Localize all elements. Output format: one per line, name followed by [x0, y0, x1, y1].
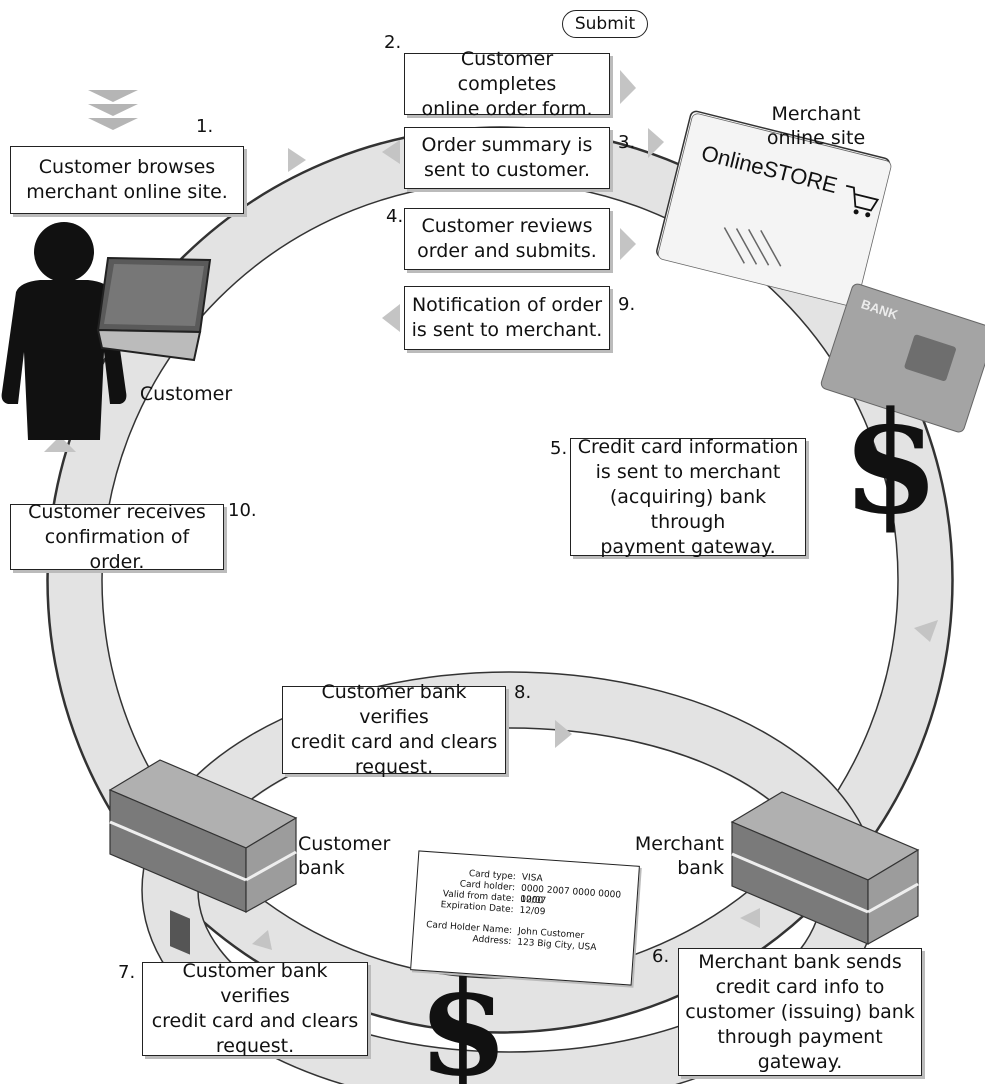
arrow-9 — [740, 908, 760, 928]
customer-label: Customer — [139, 383, 233, 405]
arrow-7 — [914, 620, 938, 642]
customer-bank-building — [108, 759, 298, 955]
arrow-1 — [288, 148, 306, 172]
online-store-card: OnlineSTORE — [656, 110, 892, 307]
step-4-box: Customer reviews order and submits. — [404, 208, 610, 270]
step-7-number: 7. — [118, 962, 136, 983]
bank-card: BANK — [820, 283, 985, 433]
arrow-8 — [555, 720, 572, 748]
step-1-number: 1. — [196, 116, 214, 137]
chevron-2 — [88, 104, 138, 116]
arrow-5 — [620, 228, 636, 260]
step-2-number: 2. — [384, 32, 402, 53]
customer-figure — [1, 222, 127, 440]
step-8-box: Customer bank verifies credit card and c… — [282, 681, 506, 778]
step-6-box: Merchant bank sends credit card info to … — [678, 948, 922, 1076]
step-2-box: Customer completes online order form. — [404, 48, 610, 120]
merchant-bank-label: Merchant bank — [634, 833, 724, 879]
step-5-box: Credit card information is sent to merch… — [570, 436, 806, 558]
step-6-number: 6. — [652, 946, 670, 967]
submit-button[interactable]: Submit — [562, 10, 648, 38]
customer-bank-label: Customer bank — [298, 833, 391, 879]
arrow-4 — [648, 128, 664, 158]
step-5-number: 5. — [550, 438, 568, 459]
merchant-site-label: Merchant online site — [766, 103, 866, 149]
chevron-3 — [88, 118, 138, 130]
dollar-icon-top: $ — [842, 382, 939, 546]
step-10-box: Customer receives confirmation of order. — [10, 501, 224, 573]
cart-icon — [845, 184, 880, 212]
step-10-number: 10. — [228, 500, 257, 521]
step-9-box: Notification of order is sent to merchan… — [404, 286, 610, 350]
arrow-10 — [252, 930, 272, 950]
step-7-box: Customer bank verifies credit card and c… — [142, 960, 368, 1057]
credit-card-form: Card type:VISA Card holder:0000 2007 000… — [410, 850, 640, 986]
merchant-bank-building — [730, 791, 920, 946]
step-3-box: Order summary is sent to customer. — [404, 127, 610, 189]
chevron-1 — [88, 90, 138, 102]
arrow-2 — [620, 70, 636, 104]
arrow-11 — [44, 436, 76, 452]
step-9-number: 9. — [618, 294, 636, 315]
arrow-6 — [382, 304, 400, 332]
step-3-number: 3. — [618, 132, 636, 153]
laptop-icon — [96, 256, 212, 362]
step-1-box: Customer browses merchant online site. — [10, 146, 244, 214]
arrow-3 — [382, 140, 400, 164]
step-8-number: 8. — [514, 682, 532, 703]
step-4-number: 4. — [386, 206, 404, 227]
